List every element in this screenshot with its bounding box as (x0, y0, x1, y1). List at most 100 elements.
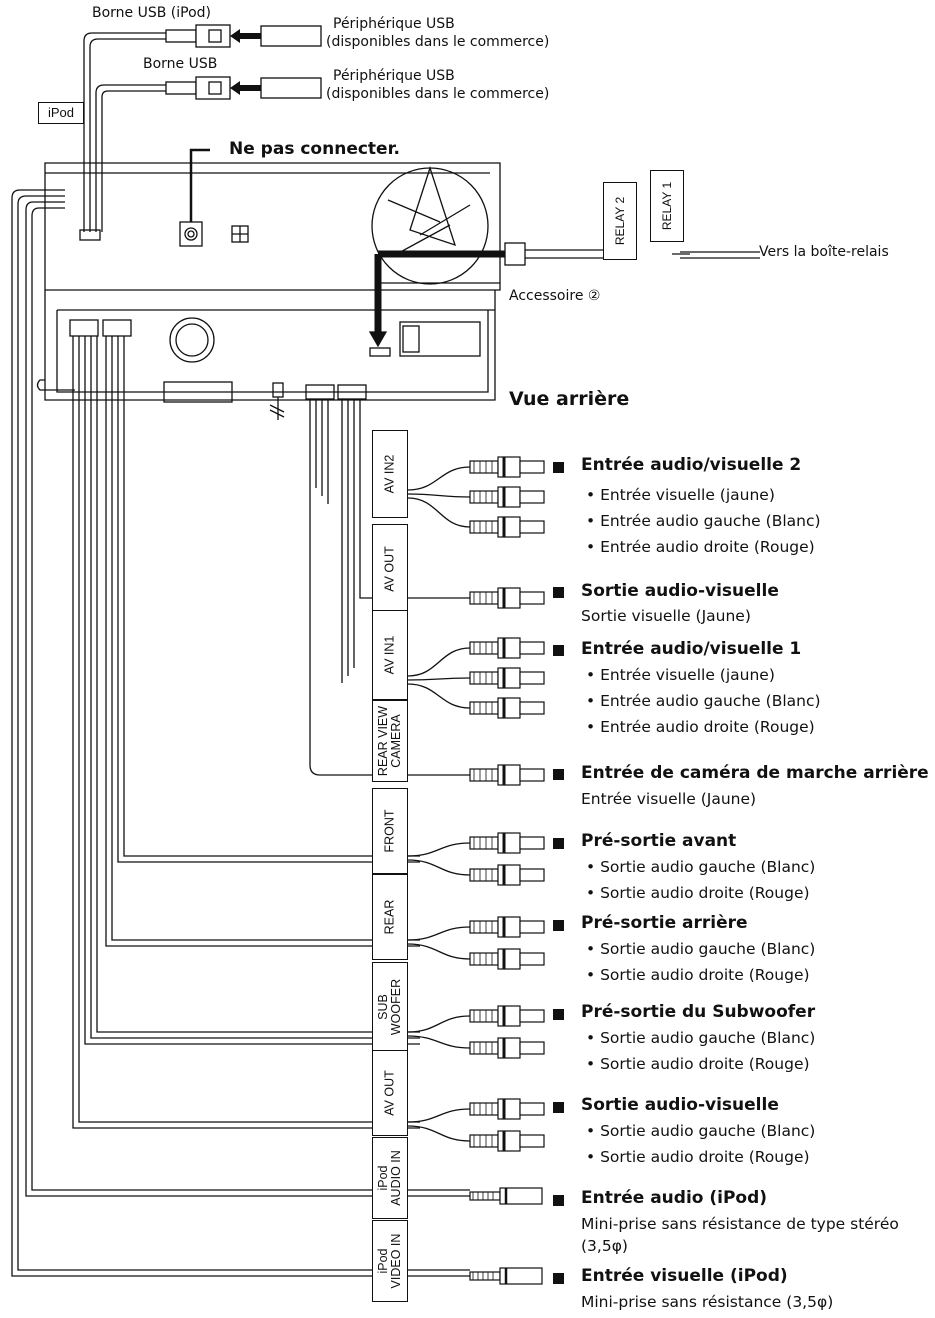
section-line: • Sortie audio droite (Rouge) (586, 1148, 810, 1166)
section-line: • Entrée audio gauche (Blanc) (586, 692, 821, 710)
rear-wire (407, 926, 471, 941)
vers-boite-relais-label: Vers la boîte-relais (759, 244, 889, 260)
bullet-square (553, 462, 564, 473)
section-line: • Entrée audio droite (Rouge) (586, 538, 815, 556)
bullet-square (553, 1273, 564, 1284)
section-line: (3,5φ) (581, 1237, 628, 1255)
section-line: • Sortie audio gauche (Blanc) (586, 940, 816, 958)
front-plug-body (497, 832, 521, 854)
av-out-audio-plug-tip (519, 1134, 545, 1148)
relay-1-box: RELAY 1 (650, 170, 684, 242)
av-in1-wire (407, 677, 471, 681)
section-line: Mini-prise sans résistance de type stéré… (581, 1215, 899, 1233)
bullet-square (553, 1195, 564, 1206)
front-wire (407, 859, 471, 876)
section-line: • Sortie audio gauche (Blanc) (586, 1029, 816, 1047)
section-line: • Sortie audio droite (Rouge) (586, 1055, 810, 1073)
av-out-audio-plug-body (497, 1098, 521, 1120)
section-heading: Pré-sortie avant (581, 831, 737, 851)
av-out-video-plug-tip (519, 591, 545, 605)
section-heading: Entrée de caméra de marche arrière (581, 763, 929, 783)
section-line: • Sortie audio gauche (Blanc) (586, 858, 816, 876)
bullet-square (553, 920, 564, 931)
section-heading: Entrée audio/visuelle 2 (581, 455, 802, 475)
section-line: • Sortie audio gauche (Blanc) (586, 1122, 816, 1140)
sub-plug-body (497, 1037, 521, 1059)
section-line: • Entrée audio gauche (Blanc) (586, 512, 821, 530)
section-line: • Entrée visuelle (jaune) (586, 666, 775, 684)
bullet-square (553, 1009, 564, 1020)
sub-plug-tip (519, 1041, 545, 1055)
label-av-out-2-text: AV OUT (382, 1070, 397, 1116)
relay-2-label: RELAY 2 (613, 196, 627, 246)
ipod-video-plug-body (499, 1267, 543, 1285)
bullet-square (553, 769, 564, 780)
sub-wire (407, 1015, 471, 1033)
label-front-text: FRONT (382, 809, 397, 853)
rear-camera-plug-tip (519, 768, 545, 782)
bullet-square (553, 645, 564, 656)
av-out-audio-plug-body (497, 1130, 521, 1152)
sub-plug-body (497, 1005, 521, 1027)
label-av-out-1-text: AV OUT (382, 546, 397, 592)
av-in1-plug-body (497, 697, 521, 719)
front-wire (407, 842, 471, 857)
label-front: FRONT (372, 788, 408, 874)
usb-device-1-line2: (disponibles dans le commerce) (326, 34, 550, 50)
usb-label: Borne USB (143, 56, 218, 72)
label-av-in1: AV IN1 (372, 610, 408, 700)
av-out-audio-wire (407, 1108, 471, 1123)
bullet-square (553, 838, 564, 849)
label-av-in2-text: AV IN2 (382, 454, 397, 494)
section-line: • Entrée visuelle (jaune) (586, 486, 775, 504)
front-plug-tip (519, 868, 545, 882)
av-in1-wire (407, 683, 471, 709)
usb-device-2-line2: (disponibles dans le commerce) (326, 86, 550, 102)
rear-plug-tip (519, 952, 545, 966)
av-in2-wire (407, 466, 471, 491)
bullet-square (553, 1102, 564, 1113)
av-in1-plug-tip (519, 701, 545, 715)
vue-arriere-label: Vue arrière (509, 388, 630, 410)
label-rear-text: REAR (382, 899, 397, 935)
label-av-out-2: AV OUT (372, 1050, 408, 1136)
av-out-audio-wire (407, 1125, 471, 1142)
bullet-square (553, 587, 564, 598)
ipod-video-plug (469, 1271, 501, 1281)
av-in1-plug-tip (519, 671, 545, 685)
relay-2-box: RELAY 2 (603, 182, 637, 260)
relay-1-label: RELAY 1 (660, 181, 674, 231)
section-line: Mini-prise sans résistance (3,5φ) (581, 1293, 834, 1311)
label-rear: REAR (372, 874, 408, 960)
av-in1-plug-body (497, 667, 521, 689)
section-line: • Sortie audio droite (Rouge) (586, 884, 810, 902)
av-in2-plug-tip (519, 460, 545, 474)
section-heading: Pré-sortie arrière (581, 913, 748, 933)
label-av-in2: AV IN2 (372, 430, 408, 518)
ipod-audio-plug-body (499, 1187, 543, 1205)
sub-wire (407, 1035, 471, 1049)
section-heading: Sortie audio-visuelle (581, 581, 779, 601)
section-line: Sortie visuelle (Jaune) (581, 607, 751, 625)
front-plug-body (497, 864, 521, 886)
front-plug-tip (519, 836, 545, 850)
accessoire-label: Accessoire ② (509, 288, 601, 304)
section-heading: Entrée audio/visuelle 1 (581, 639, 802, 659)
ipod-tag: iPod (38, 102, 84, 124)
label-av-out-1: AV OUT (372, 524, 408, 614)
section-heading: Pré-sortie du Subwoofer (581, 1002, 816, 1022)
rear-camera-plug-body (497, 764, 521, 786)
rear-wire (407, 943, 471, 960)
section-line: • Entrée audio droite (Rouge) (586, 718, 815, 736)
av-in2-plug-body (497, 486, 521, 508)
ne-pas-connecter-label: Ne pas connecter. (229, 139, 400, 159)
av-in2-plug-body (497, 516, 521, 538)
